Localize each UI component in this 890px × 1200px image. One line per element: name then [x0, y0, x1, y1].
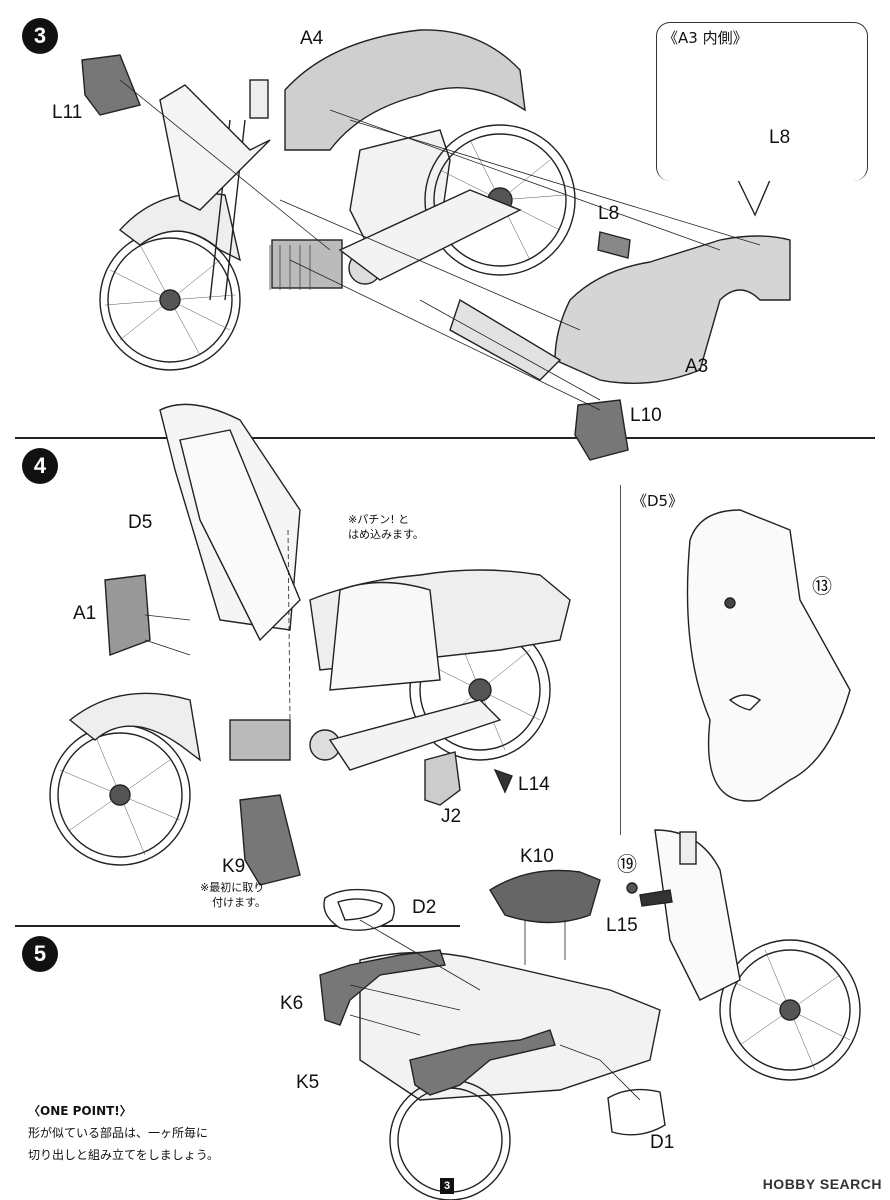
- step5-circle-number: ⑲: [617, 854, 637, 876]
- part-label-d1: D1: [650, 1132, 675, 1153]
- one-point-box: 〈ONE POINT!〉 形が似ている部品は、一ヶ所毎に 切り出しと組み立てをし…: [28, 1100, 219, 1166]
- inset-a3-title: 《A3 内側》: [663, 29, 748, 47]
- note-snap-in: ※パチン! と はめ込みます。: [348, 512, 424, 542]
- part-label-k10: K10: [520, 846, 554, 867]
- watermark: HOBBY SEARCH: [762, 1176, 882, 1192]
- part-label-k5: K5: [296, 1072, 320, 1093]
- part-label-l11: L11: [52, 102, 83, 123]
- part-label-a3: A3: [685, 356, 709, 377]
- part-label-d2: D2: [412, 897, 437, 918]
- step-3-badge: 3: [22, 18, 58, 54]
- note-snap-line-1: ※パチン! と: [348, 513, 410, 526]
- part-label-a1: A1: [73, 603, 97, 624]
- part-label-d5: D5: [128, 512, 153, 533]
- divider-step4-step5: [15, 925, 460, 927]
- divider-step3-step4: [15, 437, 875, 439]
- note-snap-line-2: はめ込みます。: [348, 528, 424, 541]
- step-5-badge: 5: [22, 936, 58, 972]
- part-label-l15: L15: [606, 915, 638, 936]
- part-label-k9: K9: [222, 856, 246, 877]
- divider-step4-inset: [620, 485, 621, 835]
- inset-d5-title: 《D5》: [632, 492, 684, 510]
- part-label-j2: J2: [441, 806, 462, 827]
- one-point-line-2: 切り出しと組み立てをしましょう。: [28, 1148, 220, 1162]
- part-label-k6: K6: [280, 993, 304, 1014]
- part-label-l14: L14: [518, 774, 550, 795]
- one-point-line-1: 形が似ている部品は、一ヶ所毎に: [28, 1126, 209, 1140]
- one-point-heading: 〈ONE POINT!〉: [28, 1104, 132, 1118]
- part-label-l8: L8: [598, 203, 620, 224]
- part-label-a4: A4: [300, 28, 324, 49]
- part-label-l10: L10: [630, 405, 662, 426]
- step-4-badge: 4: [22, 448, 58, 484]
- note-k9-first: ※最初に取り 付けます。: [200, 880, 266, 910]
- inset-d5-circle-number: ⑬: [812, 576, 832, 598]
- note-k9-line-1: ※最初に取り: [200, 881, 265, 894]
- page-number: 3: [440, 1178, 454, 1194]
- note-k9-line-2: 付けます。: [212, 896, 266, 909]
- inset-a3-inner: 《A3 内側》 L8: [656, 22, 868, 181]
- inset-label-l8: L8: [769, 127, 791, 148]
